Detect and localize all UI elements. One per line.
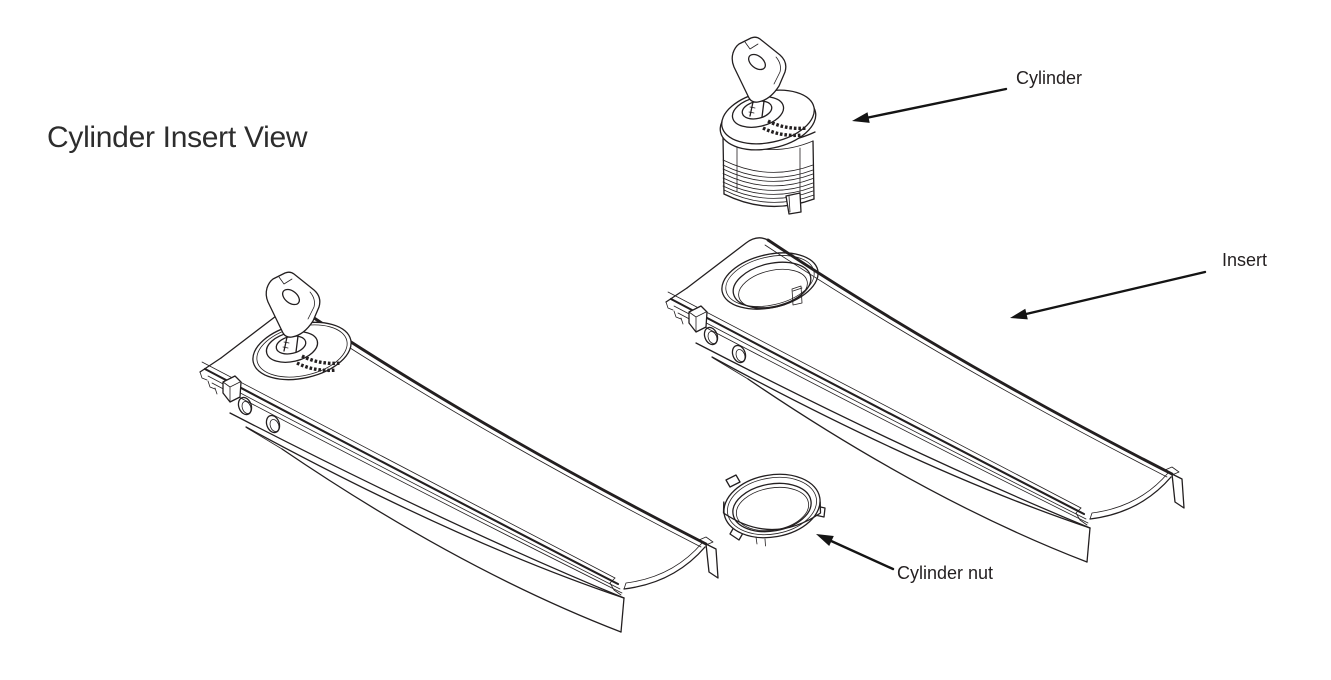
nut-rim-slit bbox=[755, 536, 766, 547]
cylinder-bore-recess bbox=[721, 252, 819, 310]
cylinder-label: Cylinder bbox=[1016, 68, 1082, 88]
insert-arrowhead bbox=[1010, 308, 1028, 320]
insert-arrow-line bbox=[1022, 270, 1207, 316]
cylinder-nut-label: Cylinder nut bbox=[897, 563, 993, 583]
cylinder-arrowhead bbox=[852, 112, 870, 123]
bottom-tab bbox=[785, 192, 802, 215]
callout-cylinder: Cylinder bbox=[852, 68, 1082, 123]
cylinder-arrow-line bbox=[864, 87, 1008, 120]
recess-inner-rim bbox=[725, 255, 815, 307]
recess-outer-rim bbox=[721, 252, 819, 310]
body-bottom-arc bbox=[723, 193, 815, 208]
bottom-tab-inner bbox=[788, 195, 791, 213]
callout-cylinder-nut: Cylinder nut bbox=[816, 534, 993, 583]
cylinder-nut-arrow-line bbox=[827, 538, 895, 571]
thread-line bbox=[722, 164, 814, 178]
thread-line bbox=[723, 189, 815, 203]
bore-bottom bbox=[738, 268, 808, 310]
thread-line bbox=[722, 168, 814, 182]
cylinder-nut-arrowhead bbox=[816, 534, 834, 546]
thread-line bbox=[722, 177, 814, 191]
cylinder-assembly-drawing bbox=[719, 35, 817, 215]
nut-outer-rim-inner bbox=[727, 476, 817, 536]
thread-line bbox=[722, 181, 814, 195]
thread-start bbox=[722, 159, 814, 173]
insert-left-drawing bbox=[198, 270, 720, 634]
callout-insert: Insert bbox=[1010, 250, 1267, 320]
nut-inner-rim bbox=[732, 482, 812, 533]
insert-right-drawing bbox=[664, 236, 1186, 564]
thread-line bbox=[722, 173, 814, 187]
body-inner-lines bbox=[736, 144, 801, 197]
bore-notch-tab bbox=[791, 285, 803, 306]
page-title: Cylinder Insert View bbox=[47, 121, 308, 154]
nut-tab bbox=[725, 474, 741, 488]
cylinder-nut-drawing bbox=[722, 473, 826, 547]
insert-label: Insert bbox=[1222, 250, 1267, 270]
bore-edge bbox=[732, 261, 812, 309]
nut-lower-rim bbox=[722, 501, 822, 531]
cylinder-threaded-body bbox=[720, 126, 816, 215]
thread-line bbox=[722, 185, 814, 199]
